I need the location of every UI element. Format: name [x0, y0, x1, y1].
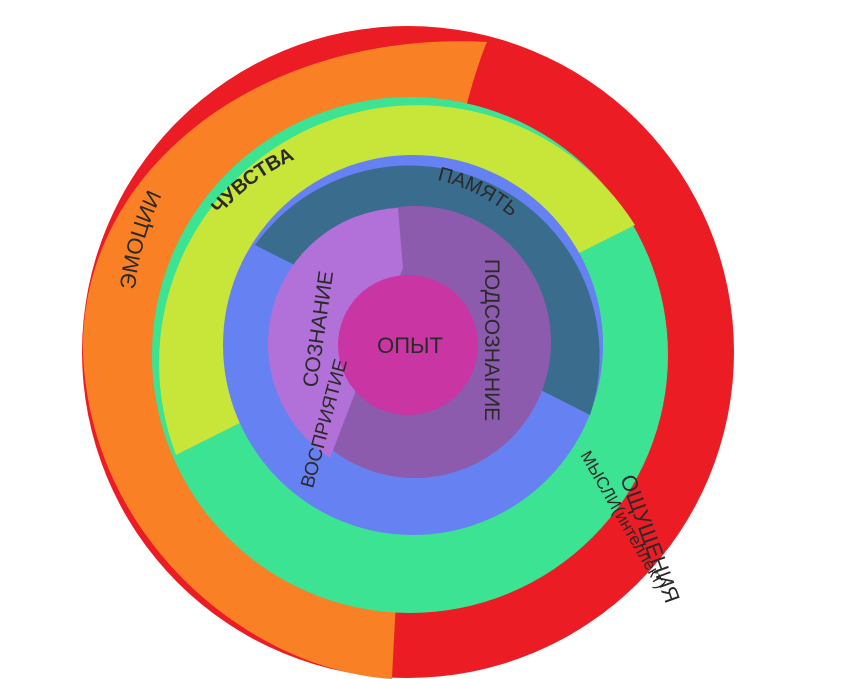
experience-label: ОПЫТ — [377, 333, 443, 358]
subconscious-label: ПОДСОЗНАНИЕ — [480, 259, 503, 421]
consciousness-segment — [267, 208, 403, 458]
experience-center — [338, 275, 478, 415]
